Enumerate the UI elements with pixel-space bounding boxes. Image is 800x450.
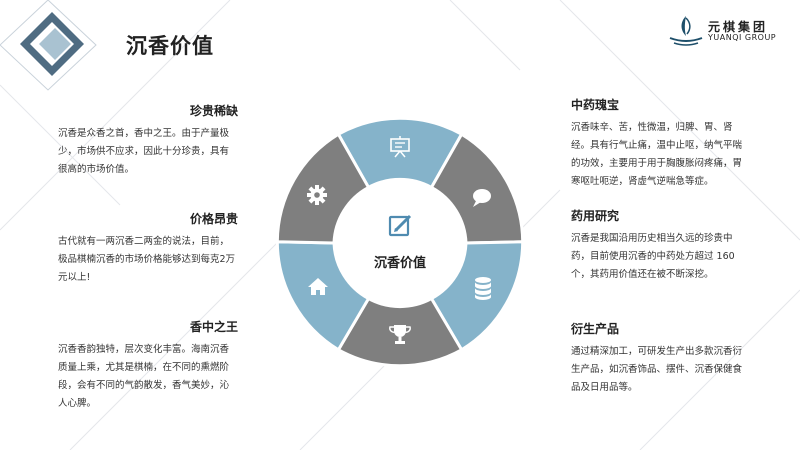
chat-bubble-icon [473,189,491,207]
page-title: 沉香价值 [126,34,214,58]
wheel-center-label: 沉香价值 [373,256,426,271]
value-heading: 中药瑰宝 [571,98,620,112]
presentation-board-icon [390,136,410,158]
value-block-products: 衍生产品 通过精深加工，可研发生产出多款沉香衍生产品，如沉香饰品、摆件、沉香保健… [571,320,751,397]
corner-diamond-decoration [0,0,97,91]
gear-icon [307,185,327,205]
value-heading: 药用研究 [571,209,620,223]
home-icon [308,278,328,295]
company-logo: 元棋集团 YUANQI GROUP [666,14,786,48]
value-description: 沉香是众香之首，香中之王。由于产量极少，市场供不应求，因此十分珍贵，具有很高的市… [58,128,230,175]
trophy-icon [389,325,411,344]
value-block-medicine: 中药瑰宝 沉香味辛、苦，性微温，归脾、胃、肾经。具有行气止痛，温中止呕，纳气平喘… [571,96,751,191]
value-heading: 衍生产品 [571,322,620,336]
value-description: 沉香香韵独特，层次变化丰富。海南沉香质量上乘，尤其是棋楠，在不同的熏燃阶段，会有… [58,344,230,409]
logo-chinese-text: 元棋集团 [708,20,769,34]
value-block-price: 价格昂贵 古代就有一两沉香二两金的说法，目前，极品棋楠沉香的市场价格能够达到每克… [58,210,238,287]
edit-icon [388,214,412,237]
value-description: 沉香味辛、苦，性微温，归脾、胃、肾经。具有行气止痛，温中止呕，纳气平喘的功效，主… [571,122,743,187]
value-heading: 香中之王 [189,320,238,334]
value-block-rare: 珍贵稀缺 沉香是众香之首，香中之王。由于产量极少，市场供不应求，因此十分珍贵，具… [58,102,238,179]
value-description: 古代就有一两沉香二两金的说法，目前，极品棋楠沉香的市场价格能够达到每克2万元以上… [58,236,236,283]
value-block-research: 药用研究 沉香是我国沿用历史相当久远的珍贵中药，目前使用沉香的中药处方超过 16… [571,207,751,284]
logo-english-text: YUANQI GROUP [708,33,777,42]
database-icon [475,277,491,300]
value-heading: 价格昂贵 [189,212,238,226]
value-block-king: 香中之王 沉香香韵独特，层次变化丰富。海南沉香质量上乘，尤其是棋楠，在不同的熏燃… [58,318,238,413]
value-description: 通过精深加工，可研发生产出多款沉香衍生产品，如沉香饰品、摆件、沉香保健食品及日用… [571,346,743,393]
value-description: 沉香是我国沿用历史相当久远的珍贵中药，目前使用沉香的中药处方超过 160 个，其… [571,233,735,280]
value-heading: 珍贵稀缺 [189,104,238,118]
logo-mark-icon [669,16,703,46]
